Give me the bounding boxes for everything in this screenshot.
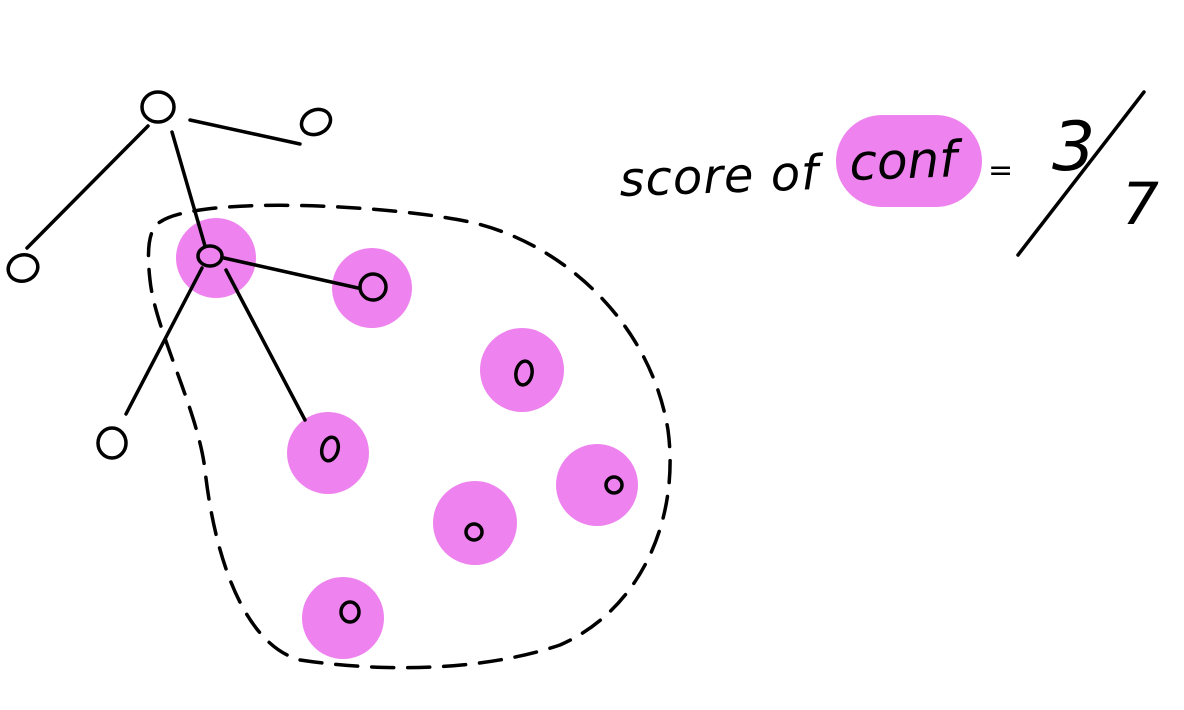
node-a: [358, 272, 388, 302]
cluster-boundary: [146, 203, 672, 670]
highlight-disc-c: [287, 412, 369, 494]
score-label: score of conf = 3 7: [618, 90, 1159, 257]
label-highlight-word: conf: [848, 130, 964, 192]
highlight-disc-a: [332, 248, 412, 328]
label-prefix: score of: [618, 145, 824, 208]
node-c: [319, 435, 341, 463]
node-e: [464, 522, 484, 542]
label-numerator: 3: [1052, 108, 1095, 187]
label-highlight-pill: [836, 115, 982, 207]
highlight-disc-b: [480, 328, 564, 412]
highlight-disc-d: [556, 444, 638, 526]
node-d: [604, 475, 624, 495]
node-hub: [196, 244, 224, 268]
edge-root-right: [188, 118, 302, 146]
highlight-discs: [176, 218, 638, 659]
fraction-slash: [1016, 90, 1146, 257]
node-top-right: [299, 107, 333, 137]
node-b: [514, 359, 534, 387]
edge-hub-c: [224, 268, 307, 422]
graph-nodes: [6, 90, 624, 624]
node-root: [140, 90, 176, 124]
edge-root-left: [25, 124, 150, 250]
label-equals: =: [988, 153, 1013, 188]
node-lower-left: [96, 426, 128, 460]
node-far-left: [6, 253, 40, 283]
node-f: [339, 600, 361, 624]
edge-hub-a: [222, 256, 360, 290]
highlight-disc-hub: [176, 218, 256, 298]
edge-hub-lower-left: [124, 266, 204, 416]
label-denominator: 7: [1122, 170, 1159, 238]
edge-root-hub: [170, 130, 207, 248]
graph-edges: [25, 118, 360, 422]
